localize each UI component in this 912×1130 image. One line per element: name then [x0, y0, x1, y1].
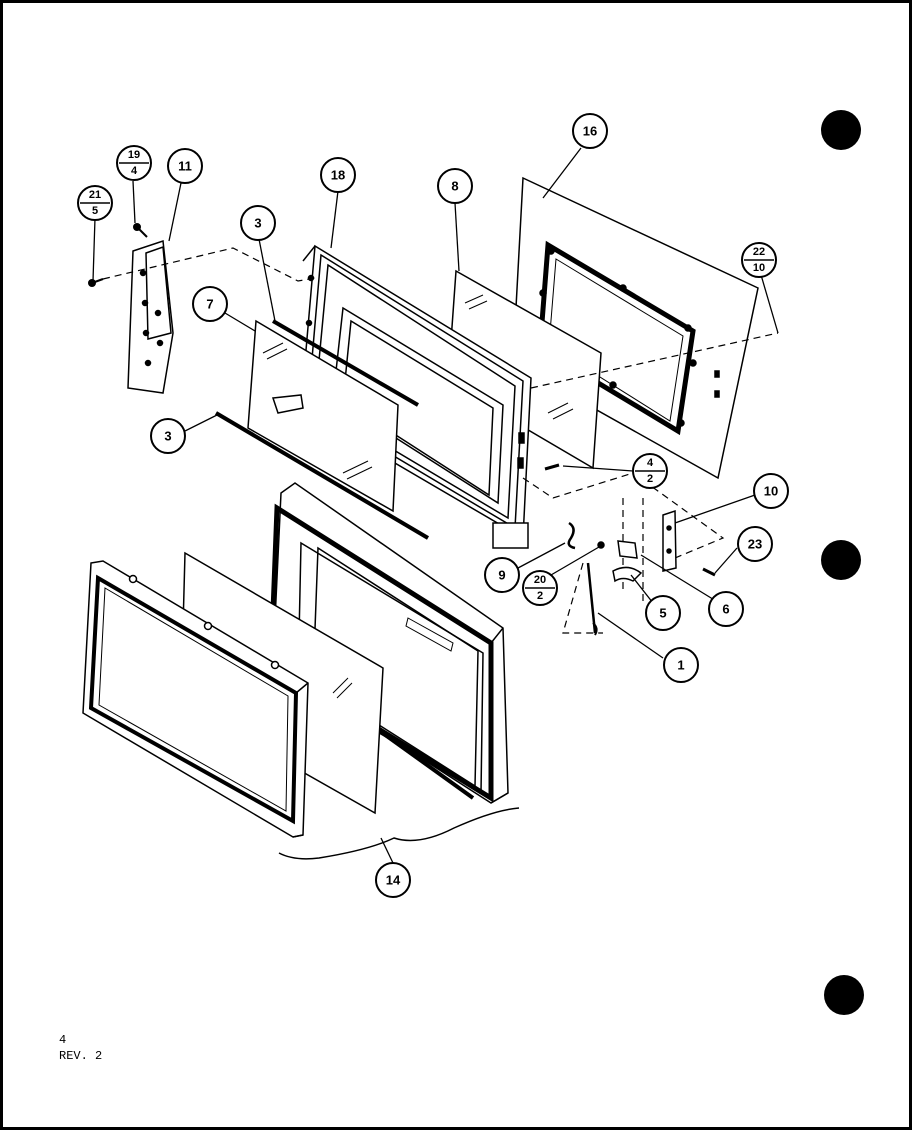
- svg-text:20: 20: [534, 574, 546, 586]
- callout-1: 1: [663, 647, 699, 683]
- svg-text:10: 10: [753, 262, 765, 274]
- svg-text:7: 7: [206, 297, 213, 312]
- trim-strip-lower-part: [214, 394, 430, 540]
- callout-6: 6: [708, 591, 744, 627]
- hinge-rod-1: [586, 562, 597, 634]
- callout-7: 7: [192, 286, 228, 322]
- svg-text:2: 2: [647, 473, 653, 485]
- svg-text:4: 4: [131, 165, 138, 177]
- svg-text:3: 3: [254, 216, 261, 231]
- exploded-door-diagram: 16 18 8 11 3 7 3 10: [77, 110, 864, 1015]
- fraction-callout-20-2: 20 2: [522, 570, 558, 606]
- glass-panel-7-part: [247, 319, 399, 513]
- fraction-callout-22-10: 22 10: [741, 242, 777, 278]
- svg-text:10: 10: [764, 484, 778, 499]
- punch-hole-top: [821, 110, 861, 150]
- svg-text:5: 5: [659, 606, 666, 621]
- callout-5: 5: [645, 595, 681, 631]
- svg-text:11: 11: [178, 159, 192, 174]
- leader-lines: [92, 147, 779, 659]
- svg-text:14: 14: [386, 873, 401, 888]
- callout-8: 8: [437, 168, 473, 204]
- svg-text:2: 2: [537, 590, 543, 602]
- outer-door-panel-part: [82, 560, 309, 838]
- callout-3-lower: 3: [150, 418, 186, 454]
- assembly-brace: [278, 807, 520, 860]
- page-number: 4: [59, 1033, 67, 1047]
- callout-16: 16: [572, 113, 608, 149]
- punch-hole-middle: [821, 540, 861, 580]
- hinge-cam-5: [612, 566, 643, 583]
- screw-20: [597, 541, 605, 549]
- callout-9: 9: [484, 557, 520, 593]
- clip-9: [567, 521, 576, 550]
- fraction-callout-21-5: 21 5: [77, 185, 113, 221]
- trim-strip-upper-part: [271, 319, 420, 407]
- screw-19-part: [133, 223, 148, 238]
- svg-text:21: 21: [89, 189, 101, 201]
- fraction-callout-19-4: 19 4: [116, 145, 152, 181]
- screw-23: [702, 567, 716, 577]
- hinge-bracket-part: [127, 239, 174, 394]
- svg-text:23: 23: [748, 537, 762, 552]
- hinge-parts-group: [544, 463, 716, 636]
- callout-11: 11: [167, 148, 203, 184]
- svg-text:18: 18: [331, 168, 345, 183]
- alignment-lines: [102, 247, 779, 634]
- svg-text:16: 16: [583, 124, 597, 139]
- hinge-plate-10: [662, 509, 677, 572]
- callout-3-upper: 3: [240, 205, 276, 241]
- callout-23: 23: [737, 526, 773, 562]
- screw-21-part: [88, 278, 104, 287]
- svg-text:19: 19: [128, 149, 140, 161]
- callout-14: 14: [375, 837, 411, 898]
- hinge-block-6: [617, 540, 638, 559]
- svg-text:3: 3: [164, 429, 171, 444]
- svg-text:5: 5: [92, 205, 98, 217]
- svg-text:22: 22: [753, 246, 765, 258]
- revision-label: REV. 2: [59, 1049, 103, 1063]
- punch-hole-bottom: [824, 975, 864, 1015]
- svg-text:8: 8: [451, 179, 458, 194]
- fraction-callout-4-2: 4 2: [632, 453, 668, 489]
- callout-10: 10: [753, 473, 789, 509]
- svg-text:1: 1: [677, 658, 684, 673]
- svg-text:6: 6: [722, 602, 729, 617]
- screw-4: [544, 463, 560, 471]
- callout-18: 18: [320, 157, 356, 193]
- svg-text:9: 9: [498, 568, 505, 583]
- svg-text:4: 4: [647, 457, 654, 469]
